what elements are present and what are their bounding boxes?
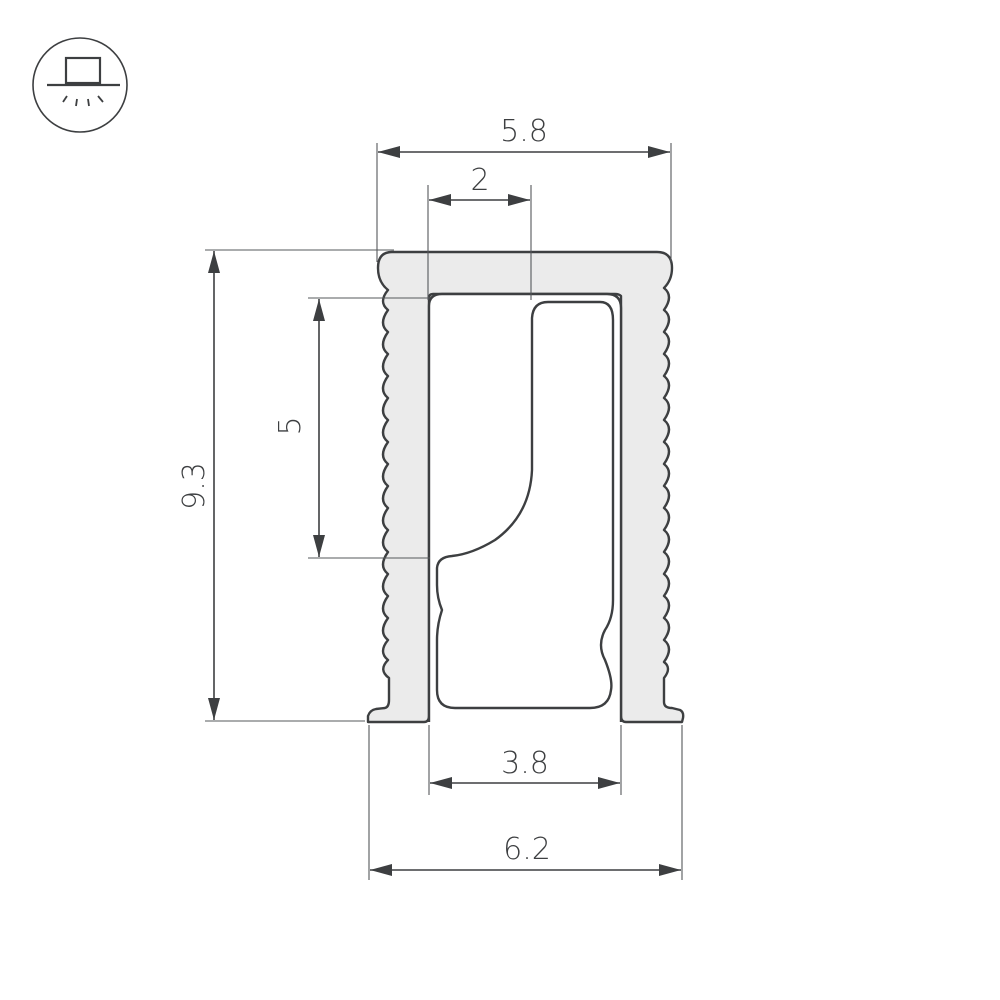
svg-text:5.8: 5.8 bbox=[500, 114, 548, 149]
svg-text:3.8: 3.8 bbox=[501, 746, 549, 781]
extension-lines bbox=[205, 143, 683, 880]
dimension-inner-height: 5 bbox=[273, 299, 325, 557]
surface-mount-light-icon bbox=[32, 37, 128, 133]
dimension-total-height: 9.3 bbox=[177, 251, 220, 720]
svg-text:6.2: 6.2 bbox=[503, 832, 551, 867]
dimension-inner-width: 3.8 bbox=[430, 746, 620, 789]
inner-insert bbox=[435, 300, 615, 710]
dimension-top-width: 5.8 bbox=[378, 114, 670, 158]
dimension-inner-offset: 2 bbox=[429, 163, 530, 206]
dimension-base-width: 6.2 bbox=[370, 832, 681, 876]
svg-text:9.3: 9.3 bbox=[177, 462, 212, 510]
profile-cross-section bbox=[366, 250, 685, 724]
svg-text:2: 2 bbox=[470, 163, 489, 198]
svg-text:5: 5 bbox=[273, 416, 308, 435]
